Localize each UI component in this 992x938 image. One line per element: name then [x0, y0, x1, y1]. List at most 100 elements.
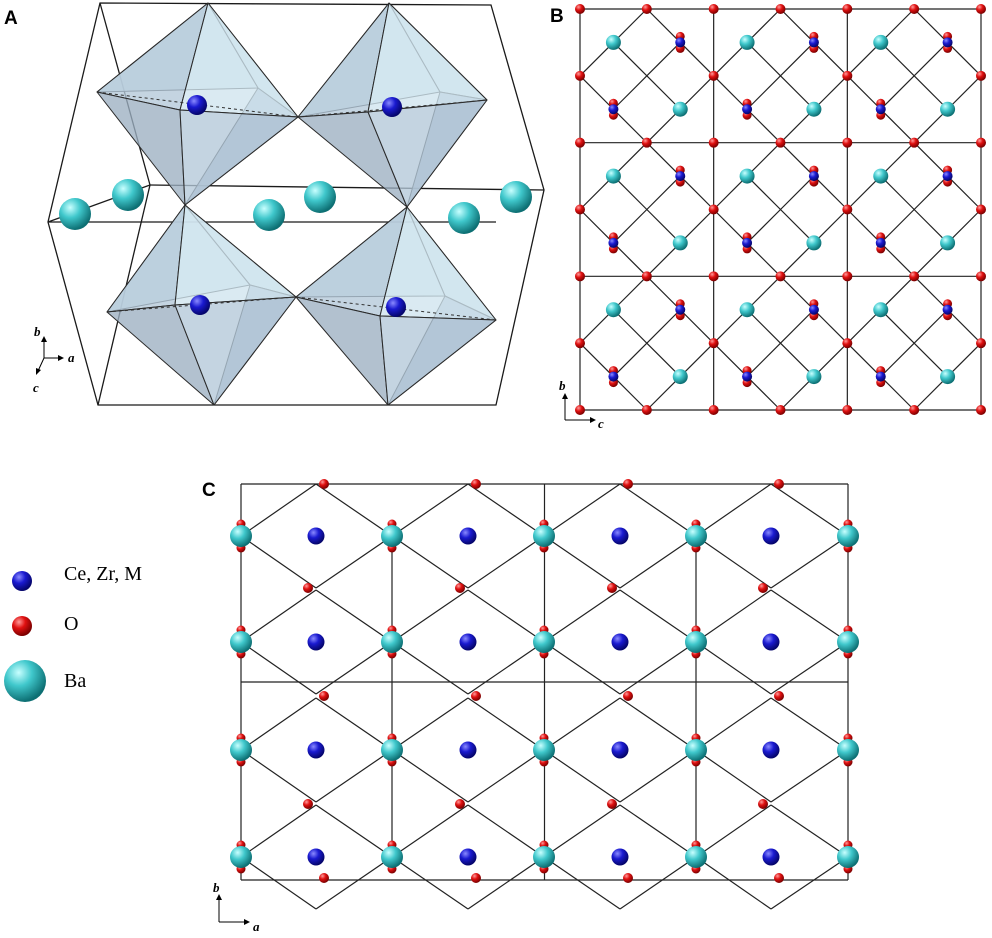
oxygen-atom — [303, 583, 313, 593]
panel-c-axis-a-label: a — [253, 919, 260, 934]
ce-zr-m-atom — [459, 633, 477, 651]
oxygen-atom — [319, 479, 329, 489]
oxygen-atom — [976, 70, 986, 81]
barium-atom — [806, 101, 822, 117]
ce-zr-m-atom — [742, 371, 753, 382]
legend-oxygen-label: O — [64, 613, 78, 635]
oxygen-atom — [909, 405, 920, 415]
oxygen-atom — [909, 4, 920, 14]
panel-a-axes-indicator: b a c — [33, 324, 75, 395]
octahedron — [297, 2, 488, 208]
oxygen-atom — [575, 338, 585, 349]
barium-atom — [672, 235, 688, 251]
panel-b-label: B — [550, 6, 564, 27]
panel-a-axis-a-label: a — [68, 350, 75, 365]
barium-atom — [59, 198, 91, 230]
oxygen-atom — [641, 137, 652, 148]
ce-zr-m-atom — [875, 237, 886, 248]
barium-atom — [605, 302, 621, 318]
panel-c-axes-indicator: b a — [213, 880, 260, 934]
oxygen-atom — [471, 479, 481, 489]
ce-zr-m-atom — [459, 527, 477, 545]
barium-atom — [940, 235, 956, 251]
barium-atom — [806, 369, 822, 385]
oxygen-atom — [976, 4, 986, 14]
barium-atom — [230, 846, 252, 868]
oxygen-atom — [708, 338, 719, 349]
oxygen-atom — [623, 479, 633, 489]
barium-atom — [685, 525, 707, 547]
legend-item-ce-zr-m: Ce, Zr, M — [12, 563, 142, 591]
barium-atom — [837, 525, 859, 547]
ce-zr-m-atom — [762, 741, 780, 759]
barium-atom — [873, 302, 889, 318]
barium-atom — [230, 525, 252, 547]
oxygen-atom — [775, 4, 786, 14]
barium-atom — [873, 34, 889, 50]
barium-atom — [739, 34, 755, 50]
oxygen-atom — [708, 4, 719, 14]
barium-atom — [940, 101, 956, 117]
legend-item-barium: Ba — [4, 660, 86, 702]
barium-atom — [381, 739, 403, 761]
oxygen-atom — [842, 137, 853, 148]
oxygen-atom — [909, 271, 920, 282]
ce-zr-m-atom — [762, 527, 780, 545]
ce-zr-m-atom — [611, 527, 629, 545]
ce-zr-m-atom — [608, 104, 619, 115]
ce-zr-m-atom — [942, 171, 953, 182]
oxygen-atom — [455, 799, 465, 809]
oxygen-atom — [708, 70, 719, 81]
legend-barium-sphere — [4, 660, 46, 702]
legend-item-oxygen: O — [12, 613, 78, 636]
panel-c-label: C — [202, 480, 216, 501]
legend: Ce, Zr, M O Ba — [4, 563, 142, 702]
barium-atom — [500, 181, 532, 213]
ce-zr-m-atom — [187, 95, 207, 115]
barium-atom — [806, 235, 822, 251]
ce-zr-m-atom — [762, 848, 780, 866]
oxygen-atom — [575, 204, 585, 215]
barium-atom — [381, 525, 403, 547]
ce-zr-m-atom — [307, 848, 325, 866]
ce-zr-m-atom — [875, 104, 886, 115]
oxygen-atom — [775, 405, 786, 415]
barium-atom — [873, 168, 889, 184]
octahedron — [295, 206, 497, 406]
barium-atom — [605, 168, 621, 184]
oxygen-atom — [607, 583, 617, 593]
oxygen-atom — [976, 338, 986, 349]
barium-atom — [448, 202, 480, 234]
oxygen-atom — [842, 70, 853, 81]
ce-zr-m-atom — [611, 848, 629, 866]
oxygen-atom — [758, 583, 768, 593]
panel-a-axis-c-label: c — [33, 380, 39, 395]
ce-zr-m-atom — [307, 741, 325, 759]
oxygen-atom — [976, 405, 986, 415]
barium-atom — [685, 739, 707, 761]
barium-atom — [381, 631, 403, 653]
oxygen-atom — [708, 204, 719, 215]
panel-b: B b c — [550, 4, 986, 431]
oxygen-atom — [909, 137, 920, 148]
panel-c-axis-b-label: b — [213, 880, 220, 895]
ce-zr-m-atom — [675, 171, 686, 182]
oxygen-atom — [775, 137, 786, 148]
legend-barium-label: Ba — [64, 670, 86, 692]
ce-zr-m-atom — [875, 371, 886, 382]
ce-zr-m-atom — [382, 97, 402, 117]
oxygen-atom — [623, 873, 633, 883]
barium-atom — [230, 739, 252, 761]
barium-atom — [304, 181, 336, 213]
ce-zr-m-atom — [808, 37, 819, 48]
barium-atom — [837, 846, 859, 868]
oxygen-atom — [976, 137, 986, 148]
ce-zr-m-atom — [459, 848, 477, 866]
oxygen-atom — [623, 691, 633, 701]
barium-atom — [837, 739, 859, 761]
legend-ce-zr-m-sphere — [12, 571, 32, 591]
ce-zr-m-atom — [942, 304, 953, 315]
oxygen-atom — [708, 137, 719, 148]
barium-atom — [605, 34, 621, 50]
panel-c: C b a — [202, 479, 859, 934]
